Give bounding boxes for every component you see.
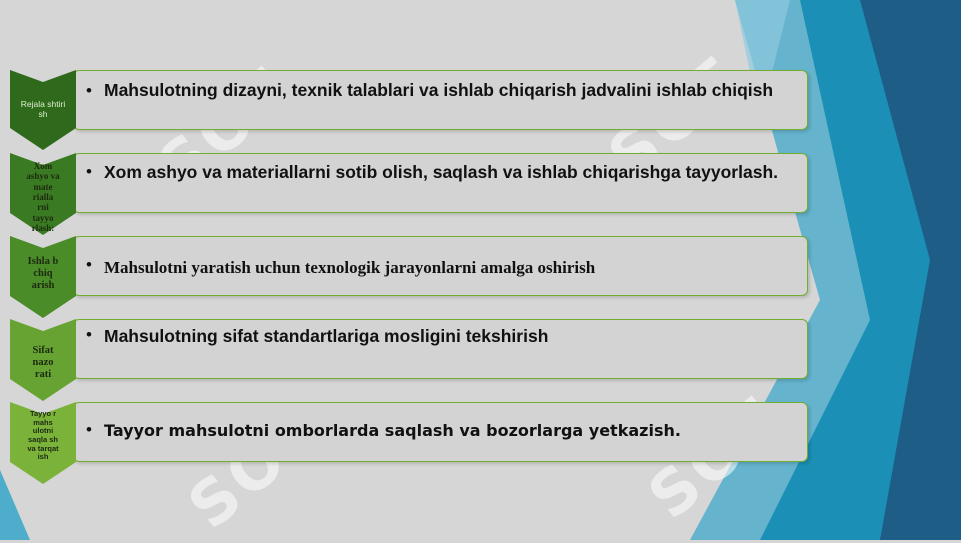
step-label: Rejala shtiri sh (20, 99, 66, 119)
step-text: Mahsulotning dizayni, texnik talablari v… (104, 80, 774, 100)
step-chevron: Tayyo r mahs ulotni saqla sh va tarqat i… (10, 402, 76, 484)
step-box: • Mahsulotni yaratish uchun texnologik j… (73, 236, 808, 296)
bullet-icon: • (86, 81, 92, 100)
step-label: Tayyo r mahs ulotni saqla sh va tarqat i… (27, 409, 59, 462)
bullet-icon: • (86, 162, 92, 181)
step-box: • Tayyor mahsulotni omborlarda saqlash v… (73, 402, 808, 462)
step-text: Xom ashyo va materiallarni sotib olish, … (104, 162, 778, 182)
bullet-icon: • (86, 325, 92, 344)
step-label: Ishla b chiq arish (27, 256, 59, 292)
step-label: Sifat nazo rati (32, 345, 54, 381)
step-chevron: Sifat nazo rati (10, 319, 76, 401)
step-box: • Mahsulotning dizayni, texnik talablari… (73, 70, 808, 130)
step-text: Mahsulotning sifat standartlariga moslig… (104, 326, 549, 346)
step-box: • Xom ashyo va materiallarni sotib olish… (73, 153, 808, 213)
step-chevron: Xom ashyo va mate rialla rni tayyo rlash… (10, 153, 76, 235)
bullet-icon: • (86, 255, 92, 274)
bullet-icon: • (86, 420, 92, 439)
step-chevron: Ishla b chiq arish (10, 236, 76, 318)
step-box: • Mahsulotning sifat standartlariga mosl… (73, 319, 808, 379)
step-text: Mahsulotni yaratish uchun texnologik jar… (104, 258, 596, 277)
step-label: Xom ashyo va mate rialla rni tayyo rlash… (26, 161, 60, 234)
step-chevron: Rejala shtiri sh (10, 70, 76, 150)
step-text: Tayyor mahsulotni omborlarda saqlash va … (104, 421, 681, 440)
